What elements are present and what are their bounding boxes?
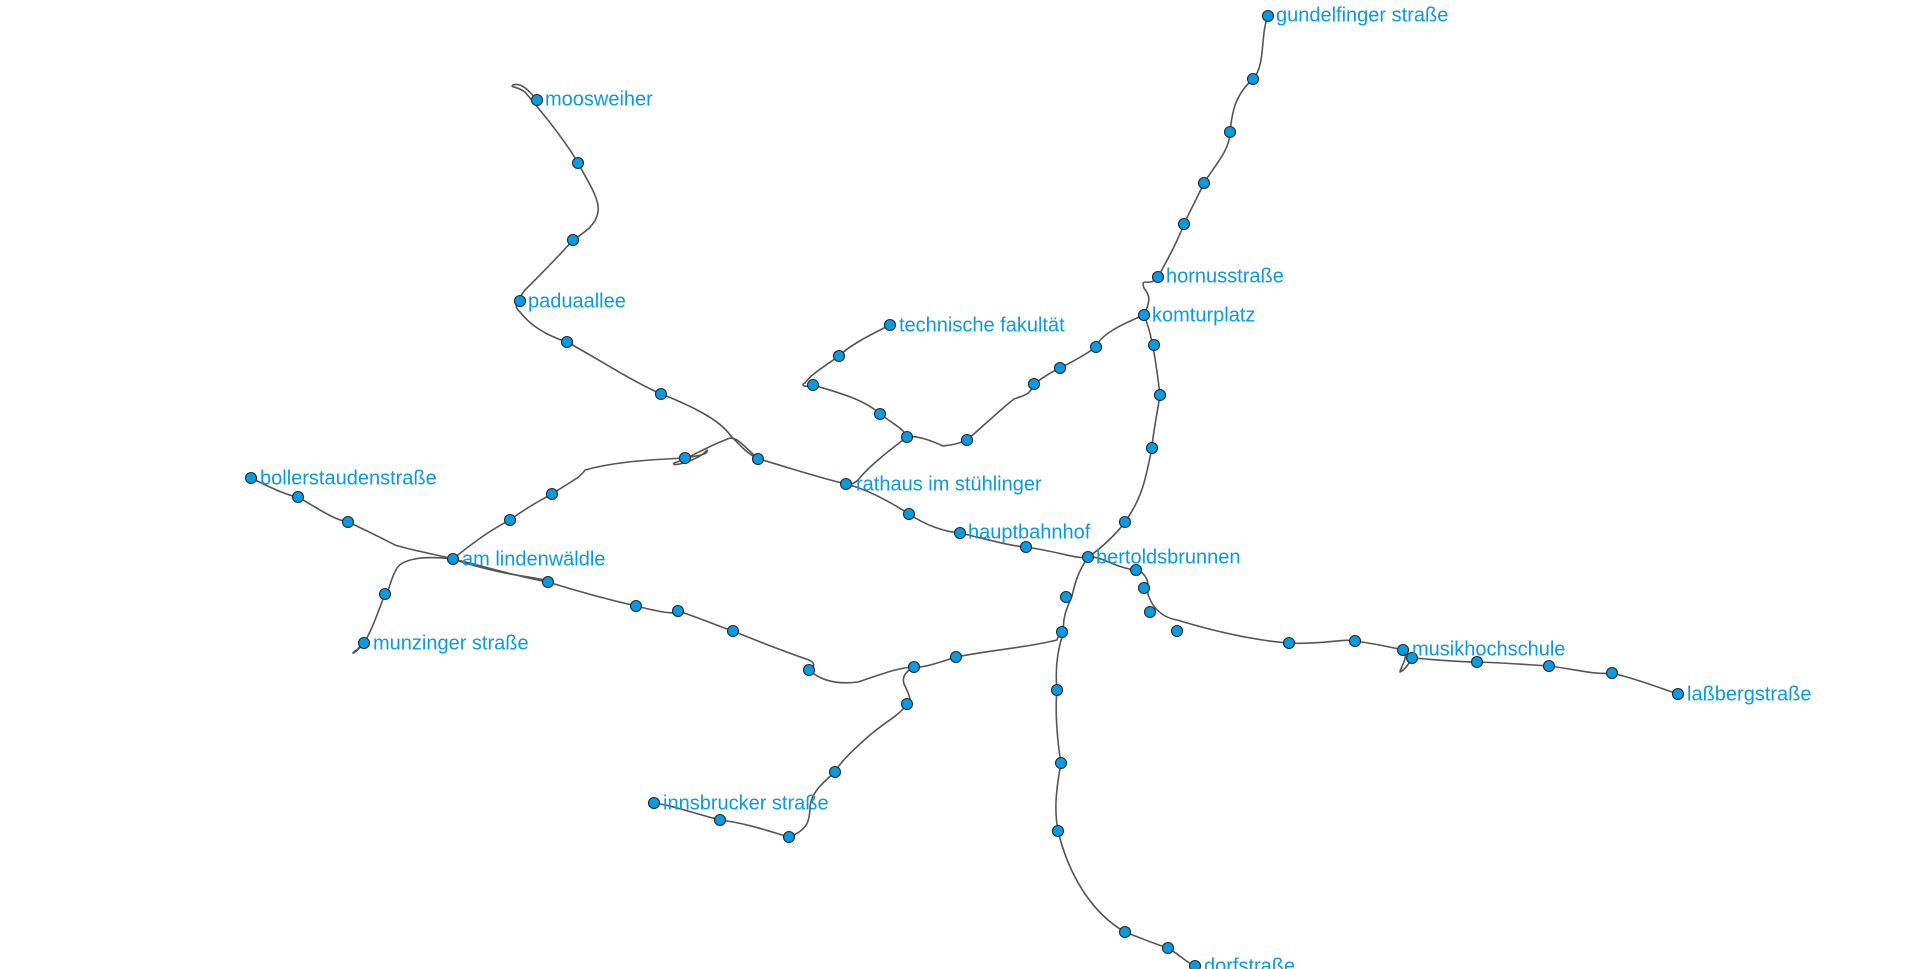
label-innsbrucker[interactable]: innsbrucker straße [663, 792, 829, 814]
label-padua[interactable]: paduaallee [528, 290, 626, 312]
label-hornus[interactable]: hornusstraße [1166, 265, 1284, 287]
stop-marker[interactable] [1170, 624, 1184, 638]
stop-marker[interactable] [960, 433, 974, 447]
stop-marker[interactable] [751, 452, 765, 466]
stop-marker[interactable] [1143, 605, 1157, 619]
stop-marker[interactable] [1089, 340, 1103, 354]
stop-marker[interactable] [1261, 9, 1275, 23]
stop-marker[interactable] [1153, 388, 1167, 402]
stop-marker[interactable] [513, 294, 527, 308]
stop-marker[interactable] [949, 650, 963, 664]
stop-marker[interactable] [726, 624, 740, 638]
stop-marker[interactable] [1151, 270, 1165, 284]
stop-marker[interactable] [1053, 361, 1067, 375]
stop-marker[interactable] [1348, 634, 1362, 648]
stop-marker[interactable] [678, 451, 692, 465]
stop-marker[interactable] [446, 552, 460, 566]
stop-marker[interactable] [953, 526, 967, 540]
stop-markers [244, 9, 1685, 969]
stop-marker[interactable] [530, 93, 544, 107]
stop-marker[interactable] [1396, 643, 1410, 657]
stop-marker[interactable] [1055, 625, 1069, 639]
track-line-east-west [511, 83, 1679, 695]
stop-marker[interactable] [902, 507, 916, 521]
stop-marker[interactable] [1118, 925, 1132, 939]
stop-marker[interactable] [291, 490, 305, 504]
stop-marker[interactable] [1246, 72, 1260, 86]
label-musik[interactable]: musikhochschule [1412, 638, 1565, 660]
track-line-north-south [1055, 15, 1269, 967]
stop-marker[interactable] [1147, 338, 1161, 352]
label-komtur[interactable]: komturplatz [1152, 304, 1255, 326]
stop-marker[interactable] [873, 407, 887, 421]
track-line-techfak-branch [802, 324, 908, 486]
stop-marker[interactable] [566, 233, 580, 247]
label-moosweiher[interactable]: moosweiher [545, 88, 653, 110]
stop-marker[interactable] [1605, 666, 1619, 680]
stop-marker[interactable] [1177, 217, 1191, 231]
stop-marker[interactable] [713, 813, 727, 827]
stop-marker[interactable] [883, 318, 897, 332]
stop-marker[interactable] [1197, 176, 1211, 190]
stop-marker[interactable] [1671, 687, 1685, 701]
stop-marker[interactable] [1470, 655, 1484, 669]
label-rathaus[interactable]: rathaus im stühlinger [856, 473, 1042, 495]
stop-marker[interactable] [1054, 756, 1068, 770]
stop-marker[interactable] [1137, 581, 1151, 595]
stop-marker[interactable] [671, 604, 685, 618]
stop-marker[interactable] [802, 663, 816, 677]
stop-marker[interactable] [1129, 563, 1143, 577]
stop-marker[interactable] [907, 660, 921, 674]
track-line-linden-north [452, 437, 759, 560]
track-line-munzinger [352, 556, 454, 654]
stop-marker[interactable] [806, 378, 820, 392]
stop-marker[interactable] [1081, 550, 1095, 564]
stop-marker[interactable] [1188, 959, 1202, 969]
stop-marker[interactable] [541, 575, 555, 589]
stop-marker[interactable] [1282, 636, 1296, 650]
label-boller[interactable]: bollerstaudenstraße [260, 467, 437, 489]
label-dorf[interactable]: dorfstraße [1204, 955, 1295, 969]
station-labels: gundelfinger straße moosweiher hornusstr… [260, 4, 1812, 969]
stop-marker[interactable] [828, 765, 842, 779]
label-lassberg[interactable]: laßbergstraße [1687, 683, 1812, 705]
stop-marker[interactable] [647, 796, 661, 810]
stop-marker[interactable] [1118, 515, 1132, 529]
stop-marker[interactable] [900, 697, 914, 711]
label-munzinger[interactable]: munzinger straße [373, 632, 529, 654]
stop-marker[interactable] [1051, 824, 1065, 838]
stop-marker[interactable] [1137, 308, 1151, 322]
stop-marker[interactable] [1145, 441, 1159, 455]
label-techfak[interactable]: technische fakultät [899, 314, 1065, 336]
stop-marker[interactable] [1542, 659, 1556, 673]
stop-marker[interactable] [629, 599, 643, 613]
stop-marker[interactable] [832, 349, 846, 363]
label-linden[interactable]: am lindenwäldle [462, 548, 605, 570]
stop-marker[interactable] [560, 335, 574, 349]
stop-marker[interactable] [378, 587, 392, 601]
stop-marker[interactable] [1161, 941, 1175, 955]
stop-marker[interactable] [1027, 377, 1041, 391]
track-line-linden-innsbrucker [452, 558, 1065, 684]
stop-marker[interactable] [571, 156, 585, 170]
stop-marker[interactable] [1223, 125, 1237, 139]
stop-marker[interactable] [654, 387, 668, 401]
stop-marker[interactable] [545, 487, 559, 501]
stop-marker[interactable] [1405, 651, 1419, 665]
stop-marker[interactable] [782, 830, 796, 844]
stop-marker[interactable] [341, 515, 355, 529]
stop-marker[interactable] [244, 471, 258, 485]
stop-marker[interactable] [357, 636, 371, 650]
label-gundelfinger[interactable]: gundelfinger straße [1276, 4, 1448, 26]
label-bertold[interactable]: bertoldsbrunnen [1096, 546, 1241, 568]
stop-marker[interactable] [1019, 540, 1033, 554]
label-hbf[interactable]: hauptbahnhof [968, 521, 1091, 543]
stop-marker[interactable] [503, 513, 517, 527]
stop-marker[interactable] [900, 430, 914, 444]
stop-marker[interactable] [1059, 590, 1073, 604]
stop-marker[interactable] [839, 477, 853, 491]
stop-marker[interactable] [1050, 683, 1064, 697]
